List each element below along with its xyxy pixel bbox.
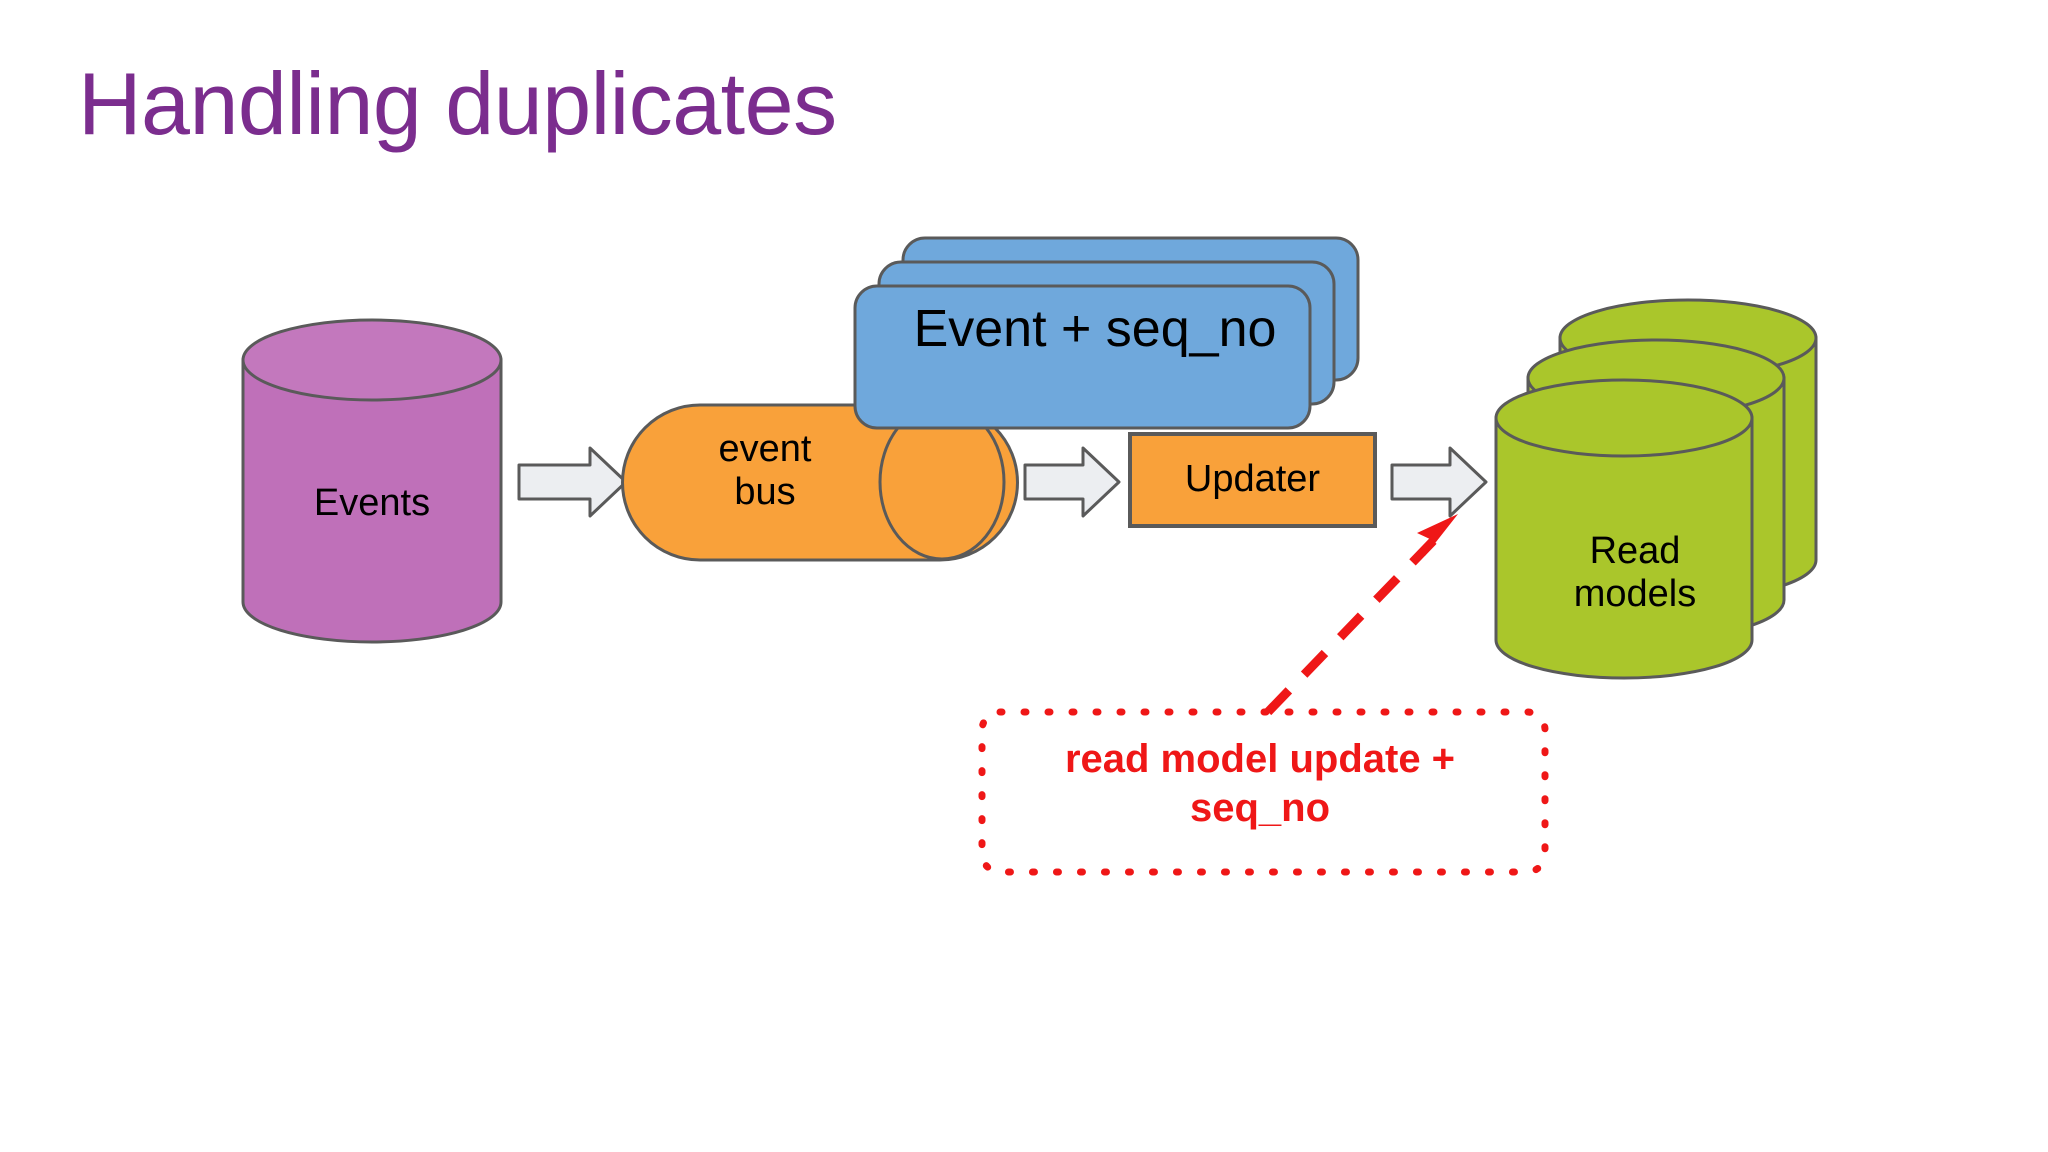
read-models-shape[interactable] (1494, 298, 1818, 680)
arrow-callout-to-readmodels (1264, 514, 1458, 716)
arrow-updater-to-readmodels (1390, 446, 1488, 518)
event-bus-shape[interactable] (621, 403, 1019, 562)
arrow-events-to-bus (517, 446, 628, 518)
events-store-shape[interactable] (241, 318, 503, 644)
arrow-bus-to-updater (1023, 446, 1121, 518)
page-title: Handling duplicates (78, 54, 837, 153)
event-cards-shape[interactable] (853, 236, 1360, 430)
updater-shape[interactable] (1128, 432, 1377, 528)
callout-box[interactable] (978, 708, 1549, 876)
